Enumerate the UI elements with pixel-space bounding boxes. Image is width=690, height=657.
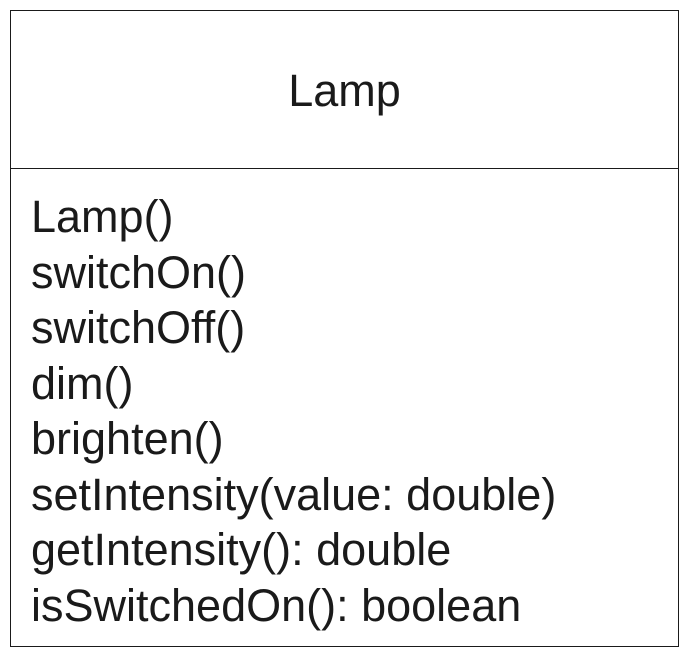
operation-is-switched-on: isSwitchedOn(): boolean (31, 579, 522, 631)
class-name-compartment: Lamp (11, 11, 678, 169)
class-name: Lamp (288, 65, 401, 116)
operation-set-intensity: setIntensity(value: double) (31, 468, 557, 520)
operation-get-intensity: getIntensity(): double (31, 524, 452, 575)
uml-class-box: Lamp Lamp() switchOn() switchOff() dim()… (10, 10, 679, 647)
operation-switch-on: switchOn() (31, 246, 247, 298)
operations-compartment: Lamp() switchOn() switchOff() dim() brig… (31, 189, 668, 633)
operation-brighten: brighten() (31, 413, 224, 464)
operation-dim: dim() (31, 357, 134, 409)
operation-switch-off: switchOff() (31, 302, 246, 353)
operation-constructor: Lamp() (31, 191, 174, 242)
